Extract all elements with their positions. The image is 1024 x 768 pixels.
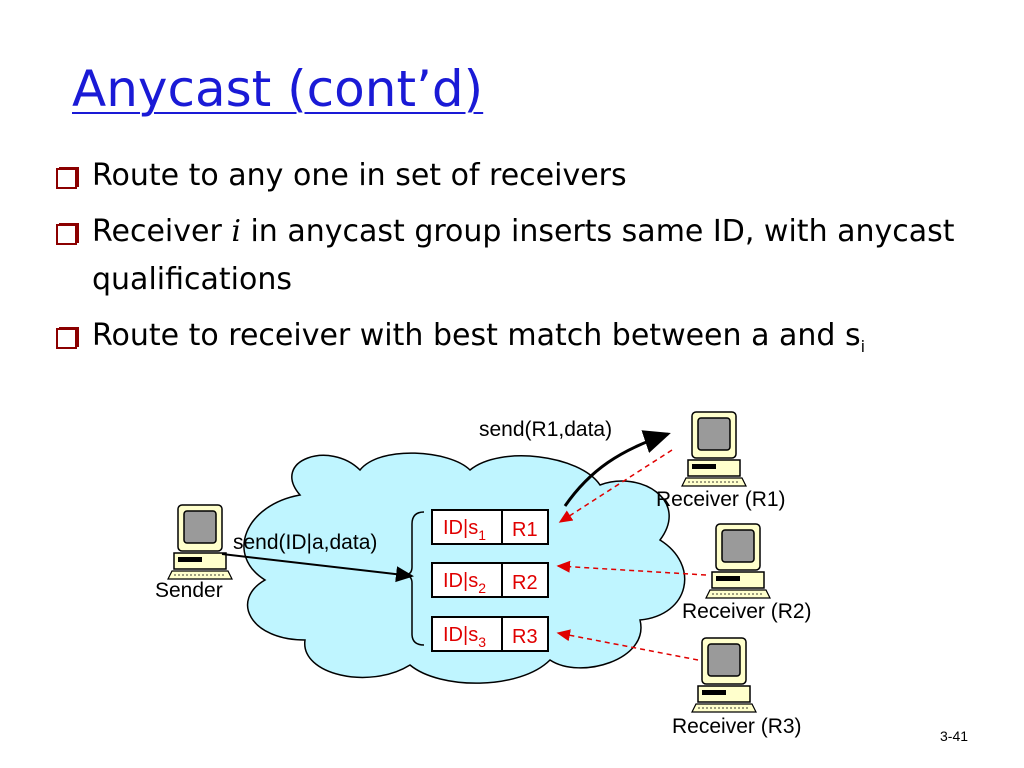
table-receiver-cell: R2: [512, 572, 538, 594]
checkbox-bullet-icon: [56, 223, 79, 245]
r1-register-arrow: [558, 449, 673, 523]
table-row: ID|s2 R2: [431, 562, 549, 598]
bullet-text: Route to receiver with best match betwee…: [92, 318, 861, 353]
receiver-r3-computer-icon: [691, 637, 757, 713]
table-row: ID|s3 R3: [431, 616, 549, 652]
receiver-r2-label: Receiver (R2): [682, 600, 812, 623]
receiver-r1-label: Receiver (R1): [656, 488, 786, 511]
page-number: 3-41: [940, 728, 969, 744]
table-receiver-cell: R1: [512, 519, 538, 541]
bullet-subscript: i: [860, 337, 866, 356]
slide-title: Anycast (cont’d): [72, 60, 484, 118]
table-id-cell: ID|s3: [443, 624, 486, 650]
receiver-r3-label: Receiver (R3): [672, 715, 802, 738]
checkbox-bullet-icon: [56, 327, 79, 349]
bullet-text: in anycast group inserts same ID, with a…: [92, 214, 955, 297]
r2-register-arrow: [556, 560, 707, 576]
checkbox-bullet-icon: [56, 167, 79, 189]
receiver-r1-computer-icon: [681, 411, 747, 487]
table-id-cell: ID|s2: [443, 570, 486, 596]
sender-label: Sender: [155, 579, 223, 602]
table-receiver-cell: R3: [512, 626, 538, 648]
table-id-cell: ID|s1: [443, 517, 486, 543]
sender-to-table-arrow: [221, 553, 414, 583]
bullet-item: Route to receiver with best match betwee…: [56, 312, 1016, 371]
bullet-text: Route to any one in set of receivers: [92, 158, 627, 193]
bullet-text: Receiver: [92, 214, 232, 249]
bullet-item: Route to any one in set of receivers: [56, 152, 1016, 200]
receiver-r2-computer-icon: [705, 523, 771, 599]
send-label: send(ID|a,data): [233, 531, 377, 554]
r3-register-arrow: [556, 629, 699, 661]
forward-label: send(R1,data): [479, 418, 612, 441]
bullet-item: Receiver i in anycast group inserts same…: [56, 208, 1016, 304]
bullet-list: Route to any one in set of receivers Rec…: [56, 152, 1016, 379]
table-row: ID|s1 R1: [431, 509, 549, 545]
sender-computer-icon: [167, 504, 233, 580]
forward-to-r1-arrow: [563, 430, 671, 507]
bullet-variable: i: [231, 214, 241, 249]
